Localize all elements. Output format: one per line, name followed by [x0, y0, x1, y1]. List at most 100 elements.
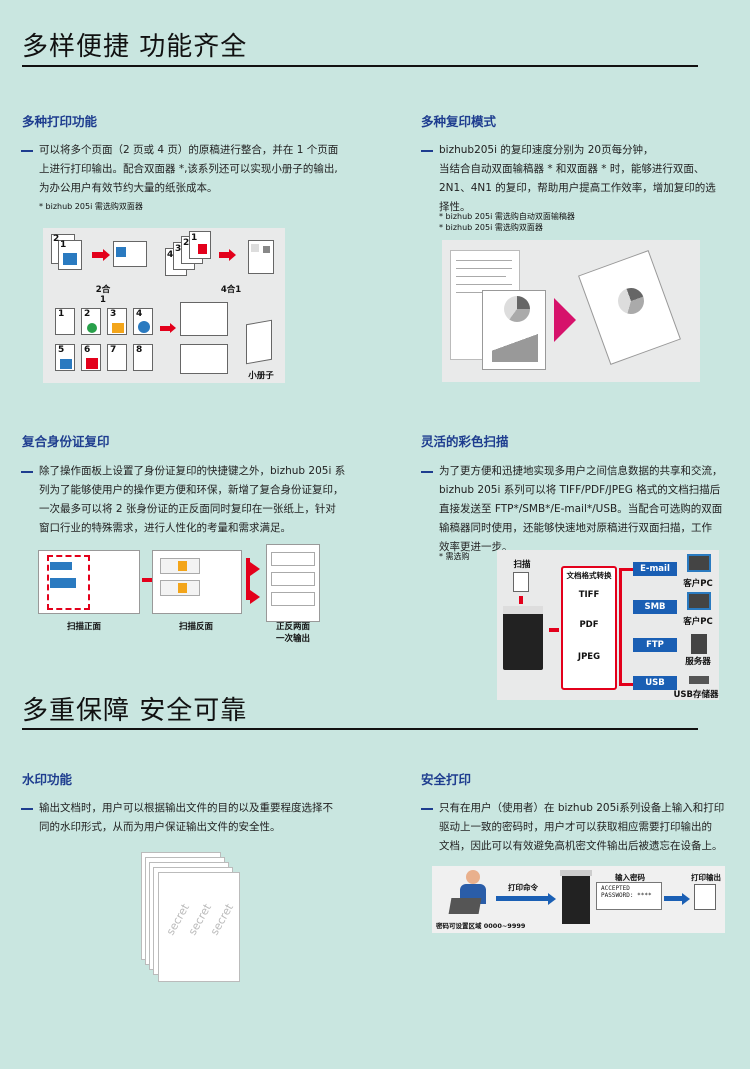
dest-pc-1: 客户PC — [683, 579, 713, 589]
section-title-features: 多样便捷 功能齐全 — [22, 32, 248, 62]
idcopy-text: 除了操作面板上设置了身份证复印的快捷键之外，bizhub 205i 系 列为了能… — [21, 462, 369, 538]
id-card-icon — [50, 562, 72, 570]
print-title: 多种打印功能 — [22, 114, 98, 129]
page-number: 1 — [60, 240, 67, 250]
page-icon: 6 — [81, 344, 101, 371]
label-scan-front: 扫描正面 — [66, 622, 101, 632]
section-title-security: 多重保障 安全可靠 — [22, 696, 248, 726]
bullet-dash — [421, 471, 433, 473]
secure-line: 只有在用户（使用者）在 bizhub 205i系列设备上输入和打印 — [439, 802, 725, 814]
scan-text: 为了更方便和迅捷地实现多用户之间信息数据的共享和交流， bizhub 205i … — [421, 462, 739, 557]
text-line — [456, 292, 502, 293]
printer-icon — [503, 610, 543, 670]
label-2in1: 2合1 — [95, 285, 111, 305]
print-text: 可以将多个页面（2 页或 4 页）的原稿进行整合，并在 1 个页面 上进行打印输… — [21, 141, 369, 198]
arrow-head-icon — [229, 249, 236, 261]
copy-line: 当结合自动双面输稿器 * 和双面器 * 时，能够进行双面、 — [439, 163, 705, 175]
scan-line: bizhub 205i 系列可以将 TIFF/PDF/JPEG 格式的文档扫描后 — [439, 484, 721, 496]
id-area-icon — [47, 555, 90, 610]
output-page-icon — [266, 544, 320, 622]
label-output-2: 一次输出 — [275, 634, 310, 644]
image-block — [116, 247, 126, 257]
watermark-title: 水印功能 — [22, 772, 73, 787]
avatar-icon — [178, 583, 187, 593]
text-line — [456, 276, 506, 277]
page-number: 3 — [175, 244, 182, 254]
label-print-cmd: 打印命令 — [508, 883, 538, 892]
print-note: * bizhub 205i 需选购双面器 — [39, 202, 143, 211]
dest-usb: USB存储器 — [673, 690, 719, 700]
usb-drive-icon — [689, 676, 709, 684]
label-booklet: 小册子 — [248, 371, 274, 381]
label-pw-range: 密码可设置区域 0000~9999 — [436, 922, 526, 930]
label-output-1: 正反两面 — [275, 622, 310, 632]
laptop-icon — [448, 898, 482, 914]
idcopy-line: 除了操作面板上设置了身份证复印的快捷键之外，bizhub 205i 系 — [39, 465, 346, 477]
page-icon: 7 — [107, 344, 127, 371]
secure-title: 安全打印 — [421, 772, 472, 787]
label-scan: 扫描 — [513, 560, 531, 570]
page-icon: 8 — [133, 344, 153, 371]
text-line — [456, 268, 512, 269]
image-block — [86, 358, 98, 369]
label-enter-pw: 输入密码 — [615, 873, 645, 882]
page-icon: 3 — [107, 308, 127, 335]
printer-top-icon — [560, 870, 592, 876]
arrow-icon — [160, 326, 170, 331]
format-jpeg: JPEG — [577, 652, 601, 662]
label-scan-back: 扫描反面 — [178, 622, 213, 632]
format-convert-box — [561, 566, 617, 690]
bullet-dash — [421, 150, 433, 152]
scan-line: 直接发送至 FTP*/SMB*/E-mail*/USB。当配合可选购的双面 — [439, 503, 723, 515]
copy-illustration — [442, 240, 700, 382]
dest-server: 服务器 — [685, 657, 711, 667]
format-tiff: TIFF — [578, 590, 600, 600]
scan-note: * 需选购 — [439, 552, 470, 561]
pc-icon — [687, 592, 711, 610]
arrow-icon — [496, 896, 548, 901]
secure-line: 驱动上一致的密码时，用户才可以获取相应需要打印输出的 — [439, 821, 712, 833]
booklet-icon — [246, 319, 272, 365]
dest-pc-2: 客户PC — [683, 617, 713, 627]
pc-icon — [687, 554, 711, 572]
page-number: 6 — [84, 345, 91, 355]
page-number: 1 — [58, 309, 65, 319]
copy-note-1: * bizhub 205i 需选购自动双面输稿器 — [439, 212, 575, 221]
avatar-icon — [178, 561, 187, 571]
connector-line — [619, 568, 633, 686]
page-number: 5 — [58, 345, 65, 355]
page-icon: 4 — [133, 308, 153, 335]
page-number: 1 — [191, 233, 198, 243]
image-block — [60, 359, 72, 369]
section-rule — [22, 65, 698, 67]
id-card-icon — [271, 592, 315, 606]
copy-line: bizhub205i 的复印速度分别为 20页每分钟， — [439, 144, 654, 156]
image-block — [138, 321, 150, 333]
print-line: 为办公用户有效节约大量的纸张成本。 — [39, 182, 218, 194]
copy-title: 多种复印模式 — [421, 114, 497, 129]
page-number: 8 — [136, 345, 143, 355]
arrow-icon — [246, 558, 250, 600]
idcopy-line: 窗口行业的特殊需求，进行人性化的考量和需求满足。 — [39, 522, 291, 534]
section-rule — [22, 728, 698, 730]
page-number: 4 — [136, 309, 143, 319]
text-line — [456, 260, 512, 261]
watermarked-page: secret secret secret — [158, 872, 240, 982]
arrow-icon — [142, 578, 156, 582]
screen-line: ACCEPTED — [601, 885, 630, 892]
bullet-dash — [21, 808, 33, 810]
arrow-icon — [549, 628, 559, 632]
target-email: E-mail — [633, 562, 677, 576]
print-illustration: 2 1 2合1 4 3 2 1 4合1 1 2 3 4 5 6 7 8 小册子 — [43, 228, 285, 383]
copy-note-2: * bizhub 205i 需选购双面器 — [439, 223, 543, 232]
arrow-icon — [664, 896, 682, 901]
page-icon: 5 — [55, 344, 75, 371]
watermark-line: 输出文档时，用户可以根据输出文件的目的以及重要程度选择不 — [39, 802, 333, 814]
server-icon — [691, 634, 707, 654]
page-icon: 1 — [55, 308, 75, 335]
arrow-head-icon — [250, 562, 260, 576]
document-icon — [513, 572, 529, 592]
watermark-line: 同的水印形式，从而为用户保证输出文件的安全性。 — [39, 821, 281, 833]
scan-line: 输稿器同时使用，还能够快速地对原稿进行双面扫描，工作 — [439, 522, 712, 534]
format-pdf: PDF — [579, 620, 599, 630]
